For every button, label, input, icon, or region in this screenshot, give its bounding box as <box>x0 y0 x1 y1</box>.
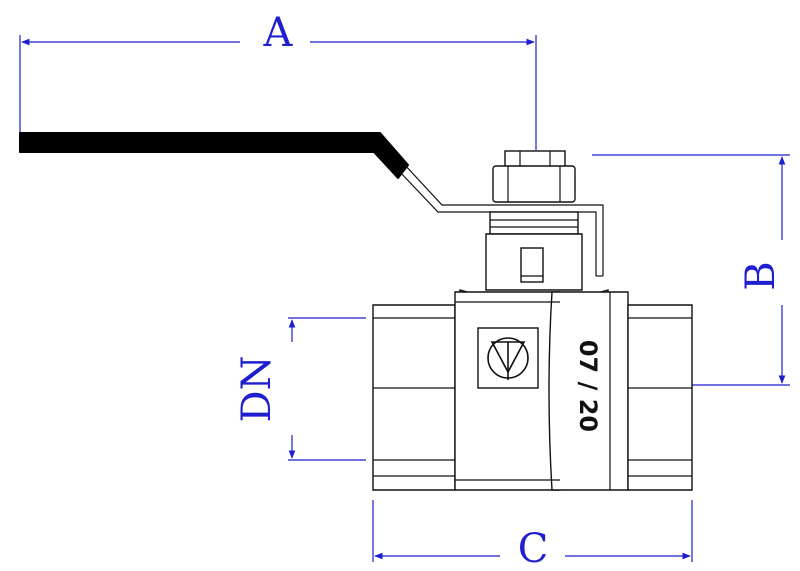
valve-body: 07 / 20 <box>454 291 629 491</box>
stem-housing <box>459 233 609 302</box>
dimension-a: A <box>19 10 537 150</box>
dimension-c: C <box>372 500 693 571</box>
date-code-marking: 07 / 20 <box>574 340 602 432</box>
dimension-dn: DN <box>234 317 366 461</box>
right-end-connection <box>627 304 693 491</box>
dimension-c-label: C <box>518 526 549 571</box>
stem-nut <box>489 150 579 235</box>
valve-brand-logo <box>477 327 539 389</box>
left-end-connection <box>372 304 456 491</box>
dimension-a-label: A <box>263 10 294 56</box>
dimension-b-label: B <box>738 261 784 290</box>
dimension-dn-label: DN <box>234 355 280 422</box>
